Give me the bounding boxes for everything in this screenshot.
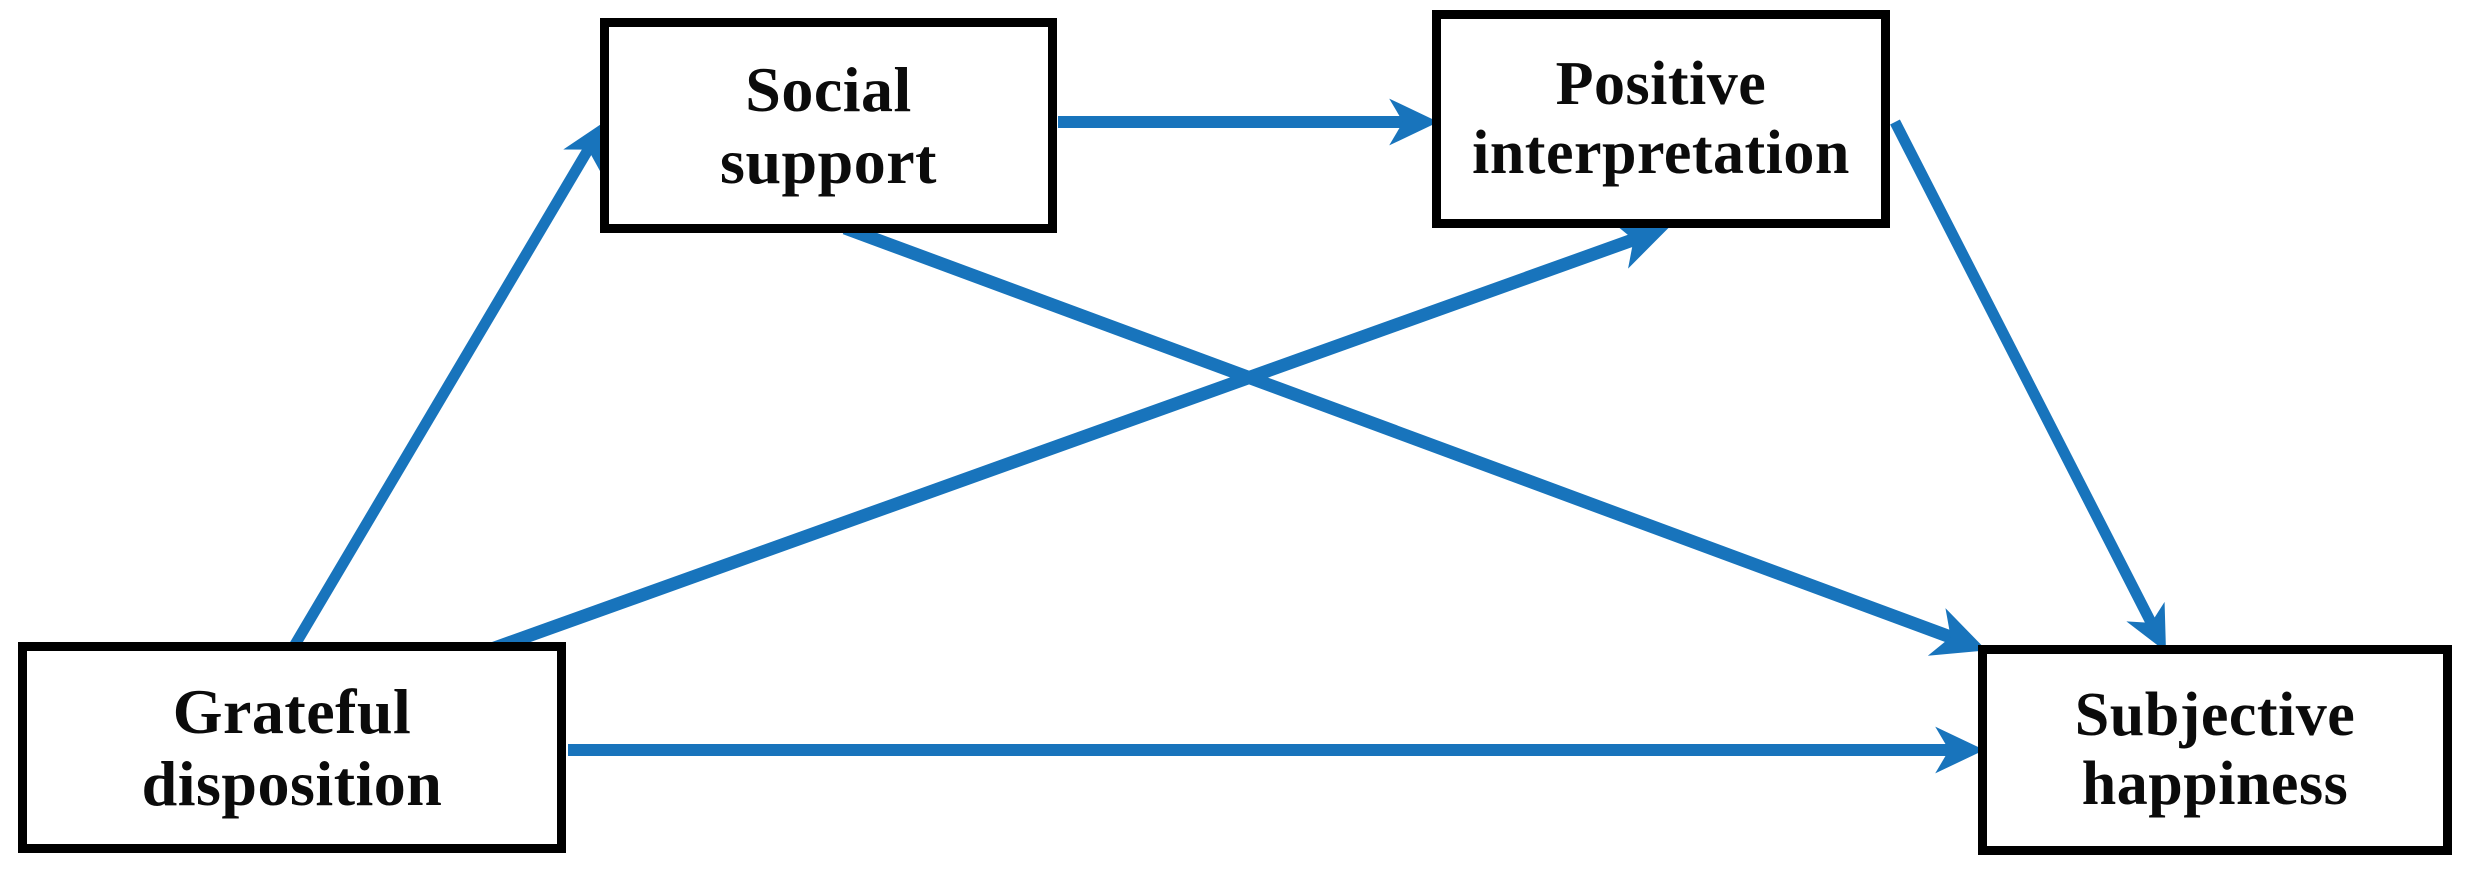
node-label-grateful-disposition: Grateful disposition	[141, 675, 443, 819]
node-label-social-support: Social support	[720, 53, 937, 197]
edge-social-to-subjective	[842, 221, 1987, 656]
node-positive-interpretation[interactable]: Positive interpretation	[1432, 10, 1890, 228]
edge-grateful-to-social	[288, 121, 605, 651]
node-label-positive-interpretation: Positive interpretation	[1472, 49, 1850, 187]
edge-positive-to-subjective	[1890, 119, 2167, 652]
node-subjective-happiness[interactable]: Subjective happiness	[1978, 645, 2452, 855]
node-social-support[interactable]: Social support	[600, 18, 1057, 233]
node-grateful-disposition[interactable]: Grateful disposition	[18, 642, 566, 853]
node-label-subjective-happiness: Subjective happiness	[2074, 680, 2356, 818]
edge-grateful-to-positive	[486, 220, 1670, 657]
